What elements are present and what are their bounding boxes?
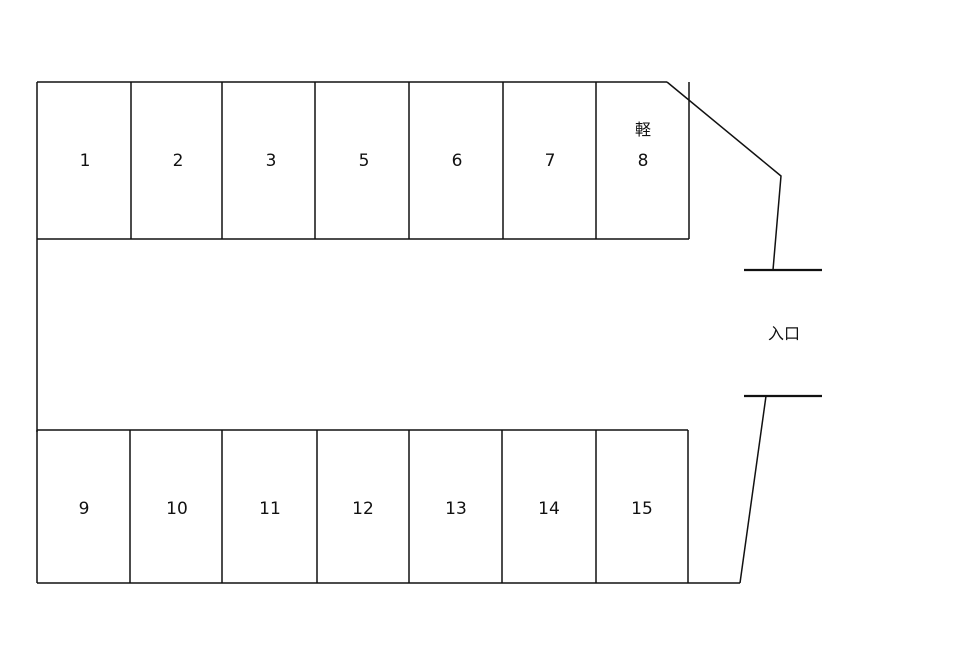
stall-number: 3 — [266, 151, 277, 171]
bottom-row-stalls: 9 10 11 12 13 14 15 — [79, 430, 653, 583]
stall-number: 11 — [259, 499, 281, 519]
top-row-stall-1: 1 — [80, 151, 91, 171]
stall-number: 10 — [166, 499, 188, 519]
lower-boundary-wall — [739, 395, 767, 584]
stall-number: 6 — [452, 151, 463, 171]
top-row-stall-3: 3 — [266, 151, 277, 171]
stall-number: 13 — [445, 499, 467, 519]
kei-car-tag: 軽 — [635, 120, 651, 139]
stall-number: 14 — [538, 499, 560, 519]
bottom-row-outline — [36, 429, 740, 584]
stall-number: 7 — [545, 151, 556, 171]
top-row-stall-8: 軽 8 — [635, 120, 651, 171]
bottom-row-stall-15: 15 — [631, 499, 653, 519]
bottom-row-stall-13: 13 — [445, 499, 467, 519]
bottom-row-stall-12: 12 — [352, 499, 374, 519]
bottom-row-stall-9: 9 — [79, 499, 90, 519]
stall-number: 1 — [80, 151, 91, 171]
stall-number: 9 — [79, 499, 90, 519]
stall-number: 12 — [352, 499, 374, 519]
top-row-stalls: 1 2 3 5 6 7 軽 8 — [80, 82, 651, 239]
stall-number: 2 — [173, 151, 184, 171]
entrance-label: 入口 — [768, 324, 800, 343]
bottom-row-stall-11: 11 — [259, 499, 281, 519]
bottom-row-stall-14: 14 — [538, 499, 560, 519]
top-row-stall-6: 6 — [452, 151, 463, 171]
stall-number: 15 — [631, 499, 653, 519]
top-row-stall-7: 7 — [545, 151, 556, 171]
stall-number: 5 — [359, 151, 370, 171]
bottom-row-stall-10: 10 — [166, 499, 188, 519]
top-row-stall-2: 2 — [173, 151, 184, 171]
stall-number: 8 — [638, 151, 649, 171]
upper-boundary-wall — [666, 81, 782, 271]
top-row-stall-5: 5 — [359, 151, 370, 171]
top-row-outline — [37, 81, 690, 240]
